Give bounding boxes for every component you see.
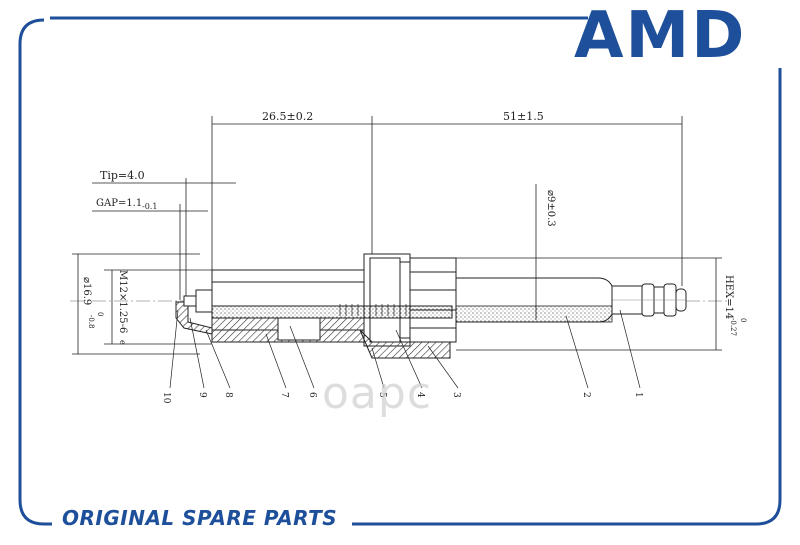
dimension-lines xyxy=(72,116,722,355)
threaded-body xyxy=(211,269,453,359)
callout-4: 4 xyxy=(415,392,425,398)
callout-8: 8 xyxy=(223,392,233,398)
dim-gap-sub: -0.1 xyxy=(142,202,157,211)
thread-teeth xyxy=(339,304,407,316)
callout-6: 6 xyxy=(307,392,317,398)
shell-upper xyxy=(363,253,411,347)
dim-dia16-tol-top: 0 xyxy=(96,312,104,316)
watermark: oapc xyxy=(322,368,433,419)
callout-3: 3 xyxy=(451,392,461,398)
callout-5: 5 xyxy=(377,392,387,398)
callout-2: 2 xyxy=(581,392,591,398)
callout-1: 1 xyxy=(633,392,643,398)
dim-hex-tol-bot: -0.27 xyxy=(729,318,737,336)
dim-gap: GAP=1.1 xyxy=(96,198,142,209)
dim-tip: Tip=4.0 xyxy=(100,169,145,182)
amd-logo: AMD xyxy=(574,0,747,73)
callout-10: 10 xyxy=(161,392,171,404)
dim-dia16-tol-bot: -0.8 xyxy=(87,315,95,329)
dim-hex-tol-top: 0 xyxy=(739,318,747,322)
electrode-tip xyxy=(175,289,213,335)
dim-dia9: ⌀9±0.3 xyxy=(545,190,556,227)
insulator-core xyxy=(455,305,613,323)
callout-7: 7 xyxy=(279,392,289,398)
leader-lines xyxy=(169,309,641,389)
dim-hex: HEX=14 xyxy=(723,275,734,319)
drawing-frame xyxy=(18,16,782,526)
footer-slogan: ORIGINAL SPARE PARTS xyxy=(58,506,342,530)
callout-9: 9 xyxy=(197,392,207,398)
dim-26-5: 26.5±0.2 xyxy=(262,110,313,123)
dim-thread-sub: e xyxy=(118,340,127,345)
dim-thread: M12×1.25-6 xyxy=(117,270,128,333)
dim-dia16: ⌀16.9 xyxy=(81,277,92,305)
hex-nut xyxy=(409,257,457,343)
terminal xyxy=(611,283,687,317)
dim-51: 51±1.5 xyxy=(503,110,544,123)
